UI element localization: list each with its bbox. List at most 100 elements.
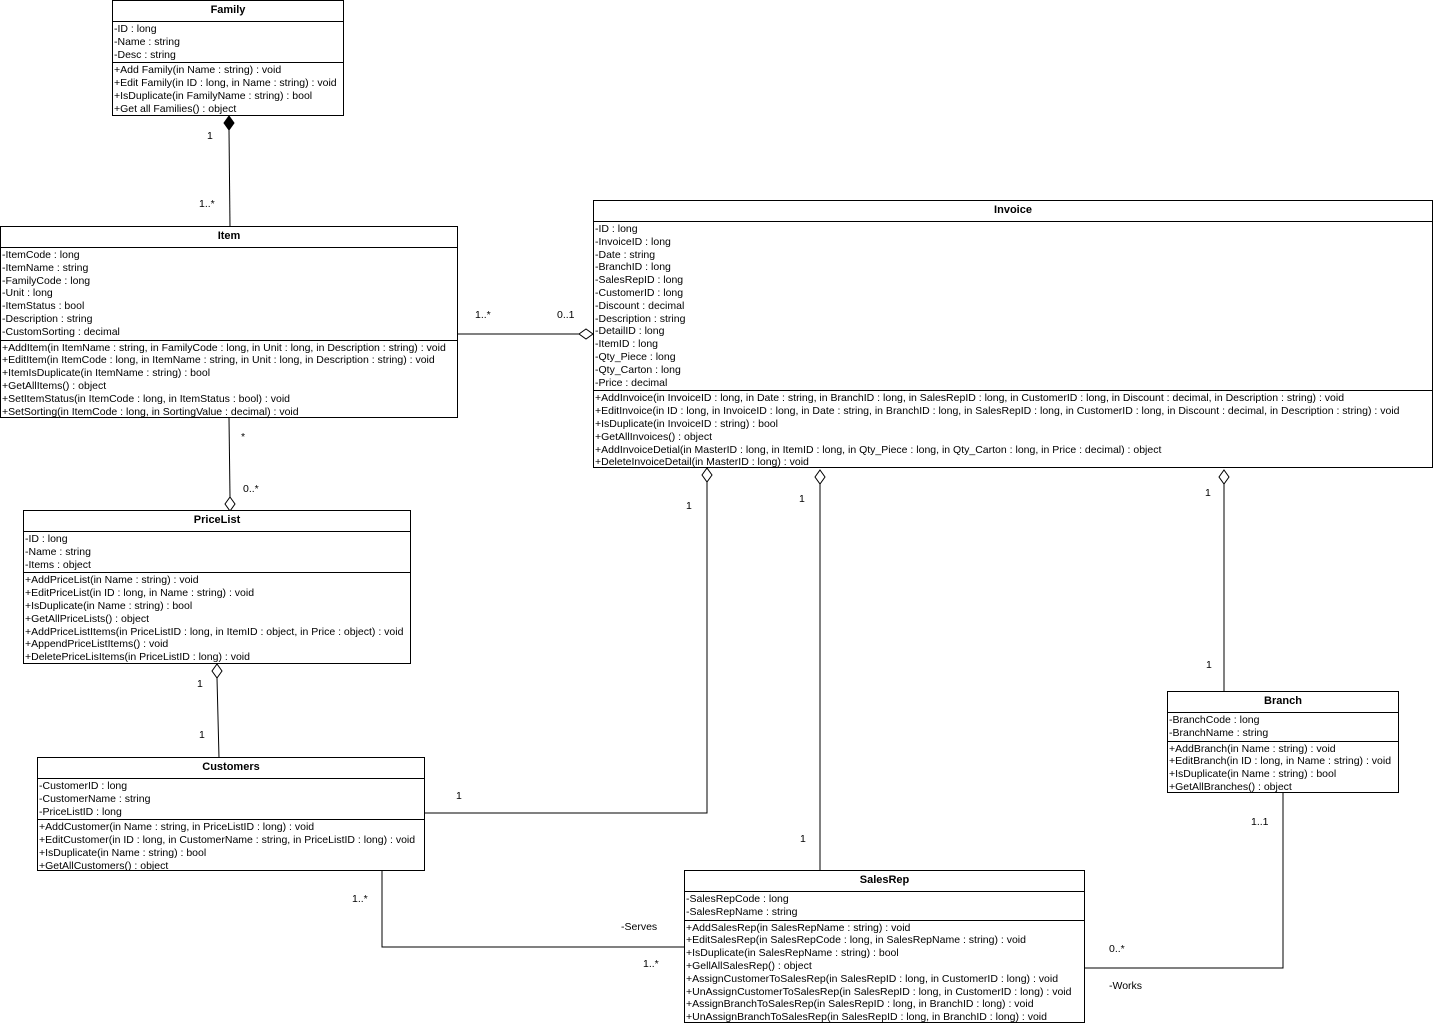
multiplicity-label: 1 xyxy=(686,500,692,512)
multiplicity-label: 1..* xyxy=(352,893,368,905)
operation: +AssignBranchToSalesRep(in SalesRepID : … xyxy=(686,998,1034,1011)
operation: +IsDuplicate(in FamilyName : string) : b… xyxy=(114,89,313,102)
attribute: -Name : string xyxy=(25,545,91,558)
class-name: Customers xyxy=(38,758,424,779)
operation: +AddBranch(in Name : string) : void xyxy=(1169,742,1336,755)
attribute: -DetailID : long xyxy=(595,325,665,338)
multiplicity-label: 1..* xyxy=(475,309,491,321)
operation: +AddInvoice(in InvoiceID : long, in Date… xyxy=(595,392,1345,405)
attribute: -CustomerID : long xyxy=(595,286,684,299)
operation: +AddCustomer(in Name : string, in PriceL… xyxy=(39,821,315,834)
operations-section: +AddBranch(in Name : string) : void +Edi… xyxy=(1168,742,1398,795)
operation: +IsDuplicate(in Name : string) : bool xyxy=(1169,768,1337,781)
multiplicity-label: 0..* xyxy=(1109,943,1125,955)
aggregation-diamond-icon xyxy=(701,467,713,483)
aggregation-diamond-icon xyxy=(224,496,236,512)
attributes-section: -SalesRepCode : long -SalesRepName : str… xyxy=(685,892,1084,921)
multiplicity-label: 1 xyxy=(799,493,805,505)
attribute: -Discount : decimal xyxy=(595,299,685,312)
operation: +IsDuplicate(in InvoiceID : string) : bo… xyxy=(595,417,778,430)
item-pricelist-aggregation-line xyxy=(228,417,231,498)
multiplicity-label: * xyxy=(241,431,246,443)
attribute: -ID : long xyxy=(114,23,157,35)
operation: +GetAllPriceLists() : object xyxy=(25,612,150,625)
family-item-composition-line xyxy=(228,129,231,228)
attribute: -FamilyCode : long xyxy=(2,274,91,287)
class-name: Family xyxy=(113,1,343,22)
class-branch[interactable]: Branch -BranchCode : long -BranchName : … xyxy=(1167,691,1399,793)
branch-salesrep-works-line xyxy=(1085,793,1284,969)
attributes-section: -ID : long -InvoiceID : long -Date : str… xyxy=(594,222,1432,392)
attribute: -Unit : long xyxy=(2,287,53,300)
operation: +EditCustomer(in ID : long, in CustomerN… xyxy=(39,834,416,847)
attribute: -PriceListID : long xyxy=(39,805,122,818)
multiplicity-label: 0..* xyxy=(243,483,259,495)
operation: +DeletePriceLisItems(in PriceListID : lo… xyxy=(25,651,250,664)
composition-diamond-icon xyxy=(223,115,235,131)
class-pricelist[interactable]: PriceList -ID : long -Name : string -Ite… xyxy=(23,510,411,664)
aggregation-diamond-icon xyxy=(211,663,223,679)
attribute: -ID : long xyxy=(25,533,68,545)
operation: +Get all Families() : object xyxy=(114,102,237,115)
attribute: -CustomerID : long xyxy=(39,780,128,792)
operation: +GetAllItems() : object xyxy=(2,379,107,392)
operations-section: +AddItem(in ItemName : string, in Family… xyxy=(1,341,457,420)
class-item[interactable]: Item -ItemCode : long -ItemName : string… xyxy=(0,226,458,418)
multiplicity-label: 1 xyxy=(199,729,205,741)
attribute: -Description : string xyxy=(595,312,686,325)
attribute: -Description : string xyxy=(2,312,93,325)
class-customers[interactable]: Customers -CustomerID : long -CustomerNa… xyxy=(37,757,425,873)
operation: +GetAllInvoices() : object xyxy=(595,430,713,443)
operation: +Edit Family(in ID : long, in Name : str… xyxy=(114,77,337,90)
role-label: -Serves xyxy=(621,921,658,933)
operation: +AddPriceListItems(in PriceListID : long… xyxy=(25,625,404,638)
attribute: -CustomerName : string xyxy=(39,792,151,805)
operations-section: +AddSalesRep(in SalesRepName : string) :… xyxy=(685,921,1084,1025)
operation: +SetSorting(in ItemCode : long, in Sorti… xyxy=(2,405,299,418)
class-name: PriceList xyxy=(24,511,410,532)
operation: +AddSalesRep(in SalesRepName : string) :… xyxy=(686,921,911,934)
attribute: -Desc : string xyxy=(114,48,176,61)
operation: +EditBranch(in ID : long, in Name : stri… xyxy=(1169,755,1392,768)
operation: +DeleteInvoiceDetail(in MasterID : long)… xyxy=(595,456,809,469)
operation: +GetAllCustomers() : object xyxy=(39,859,169,872)
operation: +AddPriceList(in Name : string) : void xyxy=(25,574,199,587)
attributes-section: -ItemCode : long -ItemName : string -Fam… xyxy=(1,248,457,341)
operation: +EditItem(in ItemCode : long, in ItemNam… xyxy=(2,354,435,367)
attributes-section: -CustomerID : long -CustomerName : strin… xyxy=(38,779,424,821)
attribute: -ItemStatus : bool xyxy=(2,300,85,313)
multiplicity-label: 1 xyxy=(1205,487,1211,499)
attribute: -InvoiceID : long xyxy=(595,235,671,248)
attribute: -ItemName : string xyxy=(2,261,89,274)
operation: +Add Family(in Name : string) : void xyxy=(114,64,282,77)
invoice-customers-aggregation-line xyxy=(424,482,708,814)
class-invoice[interactable]: Invoice -ID : long -InvoiceID : long -Da… xyxy=(593,200,1433,468)
attribute: -Name : string xyxy=(114,35,180,48)
pricelist-customers-aggregation-line xyxy=(216,677,220,759)
attribute: -BranchName : string xyxy=(1169,726,1269,739)
operation: +UnAssignCustomerToSalesRep(in SalesRepI… xyxy=(686,985,1072,998)
operations-section: +AddCustomer(in Name : string, in PriceL… xyxy=(38,820,424,873)
multiplicity-label: 1 xyxy=(456,790,462,802)
class-family[interactable]: Family -ID : long -Name : string -Desc :… xyxy=(112,0,344,116)
attribute: -Price : decimal xyxy=(595,376,668,389)
operation: +EditSalesRep(in SalesRepCode : long, in… xyxy=(686,934,1026,947)
operation: +GetAllBranches() : object xyxy=(1169,780,1292,793)
operation: +AddItem(in ItemName : string, in Family… xyxy=(2,341,446,354)
attribute: -Date : string xyxy=(595,248,656,261)
multiplicity-label: 1 xyxy=(197,678,203,690)
attribute: -SalesRepCode : long xyxy=(686,893,789,905)
operation: +EditPriceList(in ID : long, in Name : s… xyxy=(25,587,255,600)
class-salesrep[interactable]: SalesRep -SalesRepCode : long -SalesRepN… xyxy=(684,870,1085,1023)
operation: +GellAllSalesRep() : object xyxy=(686,959,812,972)
attribute: -BranchID : long xyxy=(595,261,671,274)
operation: +UnAssignBranchToSalesRep(in SalesRepID … xyxy=(686,1011,1047,1024)
attribute: -ItemID : long xyxy=(595,338,659,351)
multiplicity-label: 1 xyxy=(207,130,213,142)
operation: +IsDuplicate(in Name : string) : bool xyxy=(39,846,207,859)
multiplicity-label: 1..* xyxy=(199,198,215,210)
operation: +SetItemStatus(in ItemCode : long, in It… xyxy=(2,392,291,405)
aggregation-diamond-icon xyxy=(814,469,826,485)
operation: +ItemIsDuplicate(in ItemName : string) :… xyxy=(2,367,211,380)
